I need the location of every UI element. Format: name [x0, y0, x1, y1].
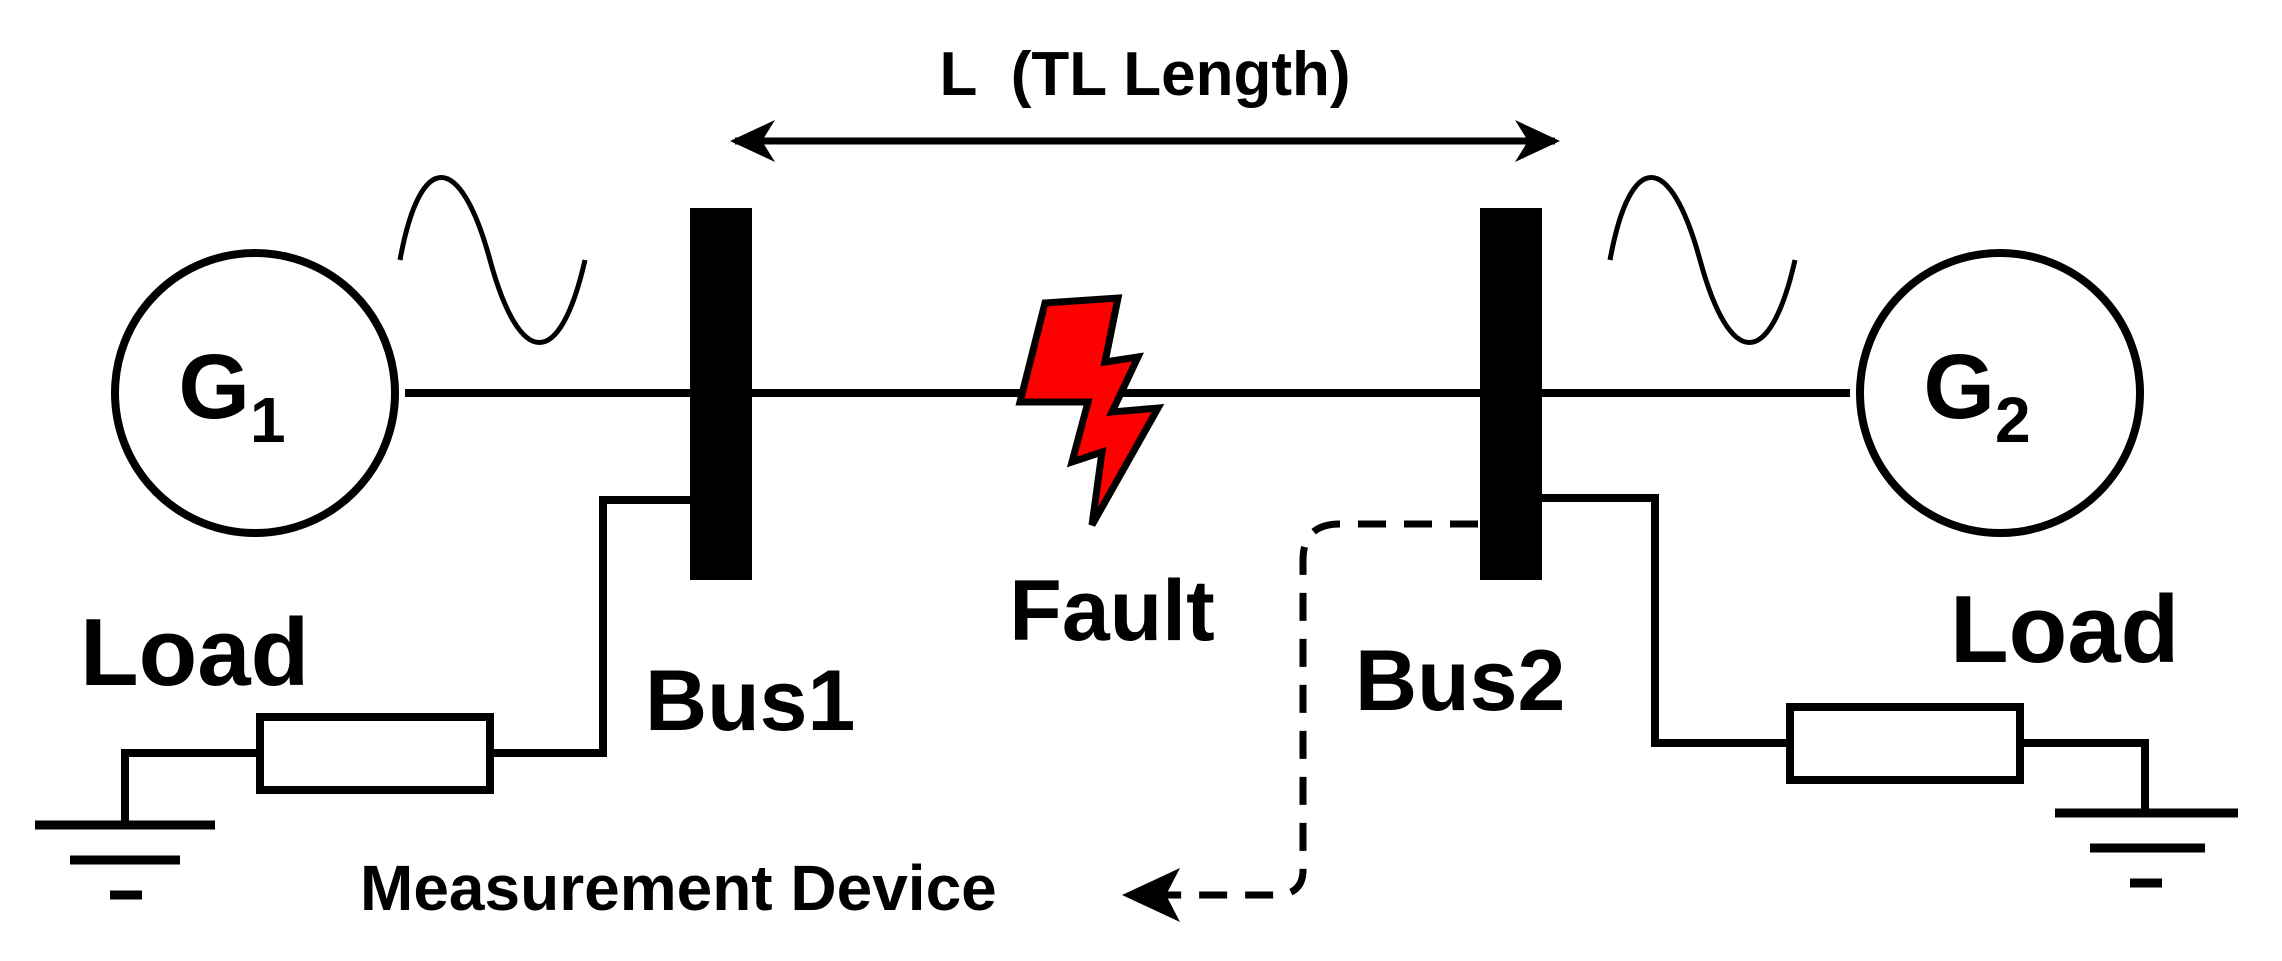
bus1-label: Bus1 [645, 653, 855, 749]
bus2-label: Bus2 [1355, 633, 1565, 729]
fault-label: Fault [1009, 563, 1214, 659]
ground-symbol-icon [2055, 808, 2238, 888]
left-load-label: Load [80, 599, 309, 706]
generator-g2: G2 [1856, 249, 2144, 537]
svg-text:G2: G2 [1923, 336, 2030, 456]
generator-g1: G1 [111, 249, 399, 537]
right-load-resistor [1786, 703, 2024, 784]
svg-text:G1: G1 [178, 336, 285, 456]
measurement-signal-path [1122, 520, 1478, 922]
measurement-device-label: Measurement Device [360, 852, 997, 924]
sine-wave-icon [397, 175, 588, 345]
generator-g1-letter: G [178, 336, 250, 438]
right-load-label: Load [1950, 576, 2179, 683]
left-load-branch [35, 496, 690, 900]
tl-length-label: L (TL Length) [940, 40, 1351, 109]
bus2-bar [1480, 208, 1542, 580]
tl-length-arrow [730, 120, 1560, 162]
ground-symbol-icon [35, 820, 215, 900]
sine-wave-icon [1607, 175, 1798, 345]
bus1-bar [690, 208, 752, 580]
generator-g2-index: 2 [1995, 384, 2031, 456]
generator-g1-index: 1 [250, 384, 286, 456]
generator-g2-letter: G [1923, 336, 1995, 438]
right-load-branch [1542, 494, 2238, 888]
lightning-bolt-icon [1015, 294, 1165, 527]
left-load-resistor [256, 713, 494, 794]
